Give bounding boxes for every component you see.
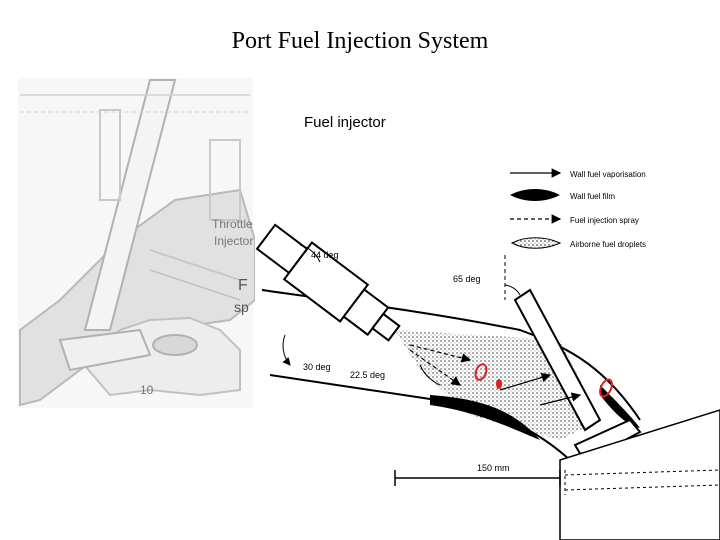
injector-faded-label: Injector <box>214 234 253 248</box>
legend-label-spray: Fuel injection spray <box>570 216 639 225</box>
red-droplet-2 <box>496 379 502 389</box>
angle-label-22-5: 22.5 deg <box>350 370 385 380</box>
angle-label-30: 30 deg <box>303 362 331 372</box>
faded-letters-sp: sp <box>234 299 249 315</box>
slide-title: Port Fuel Injection System <box>231 28 489 54</box>
throttle-label: Throttle b <box>212 217 263 231</box>
angle-label-65: 65 deg <box>453 274 481 284</box>
legend <box>510 168 562 249</box>
red-droplet-1 <box>474 363 488 381</box>
faded-letter-f: F <box>238 277 248 294</box>
legend-label-droplets: Airborne fuel droplets <box>570 240 646 249</box>
background-cylinder-head-drawing <box>18 78 256 408</box>
fuel-injector-label: Fuel injector <box>304 114 386 131</box>
angle-label-44: 44 deg <box>311 250 339 260</box>
scale-label: 150 mm <box>477 463 510 473</box>
wall-film-lower <box>430 395 540 440</box>
legend-swatch-wall-film <box>510 189 560 201</box>
main-port-diagram <box>255 215 720 540</box>
legend-label-wall-film: Wall fuel film <box>570 192 615 201</box>
fuel-injector-body <box>255 223 401 342</box>
faded-number-10: 10 <box>140 383 154 397</box>
legend-label-vaporisation: Wall fuel vaporisation <box>570 170 646 179</box>
red-droplet-3 <box>599 378 613 398</box>
legend-swatch-droplets <box>510 237 562 249</box>
wall-film-upper <box>600 385 640 428</box>
